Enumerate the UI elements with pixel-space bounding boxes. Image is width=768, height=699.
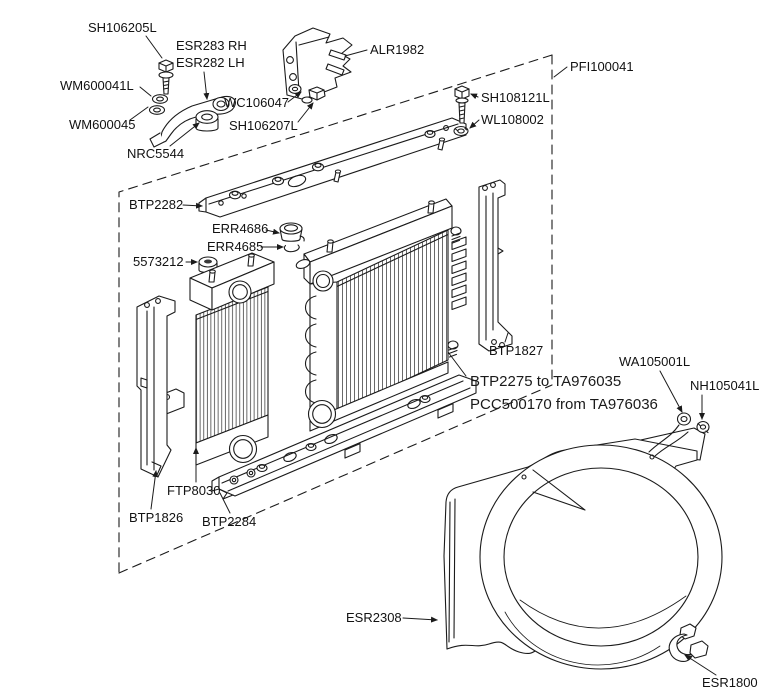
note-radiator-range-line2: PCC500170 from TA976036 [470, 396, 658, 413]
front-panel-outline-pfi100041 [118, 54, 553, 574]
bolt-sh108121l [454, 85, 470, 124]
part-label-esr283rh: ESR283 RH [176, 38, 247, 53]
part-label-wm600041l: WM600041L [60, 78, 134, 93]
part-label-sh106205l: SH106205L [88, 20, 157, 35]
part-label-btp1826: BTP1826 [129, 510, 184, 525]
bracket-alr1982 [282, 27, 353, 100]
washer-wm600045 [148, 105, 166, 115]
part-label-esr282lh: ESR282 LH [176, 55, 245, 70]
filler-cap-err4686 [279, 222, 305, 242]
part-label-ftp8030: FTP8030 [167, 483, 221, 498]
leader-lines [129, 35, 717, 676]
part-label-btp2282: BTP2282 [129, 197, 184, 212]
part-label-err4686: ERR4686 [212, 221, 269, 236]
fan-cowl-esr2308 [443, 424, 723, 670]
part-label-573212: 5573212 [133, 254, 184, 269]
washer-wl108002 [453, 125, 469, 137]
top-rail-btp2282 [198, 117, 467, 218]
part-label-esr1800: ESR1800 [702, 675, 758, 690]
bracket-esr283-esr282 [149, 95, 236, 148]
part-label-wc106047: WC106047 [224, 95, 290, 110]
part-label-esr2308: ESR2308 [346, 610, 402, 625]
bottom-rail-btp2284 [211, 374, 477, 500]
part-label-nrc5544: NRC5544 [127, 146, 185, 161]
oil-cooler-ftp8030 [147, 252, 275, 466]
part-label-wl108002: WL108002 [481, 112, 544, 127]
bolt-sh106205l [158, 59, 174, 95]
bolt-sh106207l [301, 86, 326, 104]
part-label-nh105041l: NH105041L [690, 378, 760, 393]
part-label-err4685: ERR4685 [207, 239, 264, 254]
washer-wm600041l [151, 94, 169, 104]
side-bracket-btp1826 [136, 295, 176, 478]
washer-wc106047 [288, 84, 302, 94]
part-label-sh106207l: SH106207L [229, 118, 298, 133]
part-label-wm600045: WM600045 [69, 117, 136, 132]
part-label-btp1827: BTP1827 [489, 343, 544, 358]
part-label-btp2284: BTP2284 [202, 514, 257, 529]
seal-err4685 [283, 244, 300, 253]
grommet-wa105001l [676, 412, 692, 426]
part-label-sh108121l: SH108121L [481, 90, 550, 105]
clip-esr1800 [668, 623, 709, 662]
nut-nh105041l [696, 420, 710, 434]
note-radiator-range-line1: BTP2275 to TA976035 [470, 373, 622, 390]
bush-nrc5544 [195, 110, 219, 132]
part-label-pfi100041: PFI100041 [570, 59, 634, 74]
side-bracket-btp1827 [478, 179, 513, 352]
part-label-alr1982: ALR1982 [370, 42, 425, 57]
part-label-wa105001l: WA105001L [619, 354, 691, 369]
